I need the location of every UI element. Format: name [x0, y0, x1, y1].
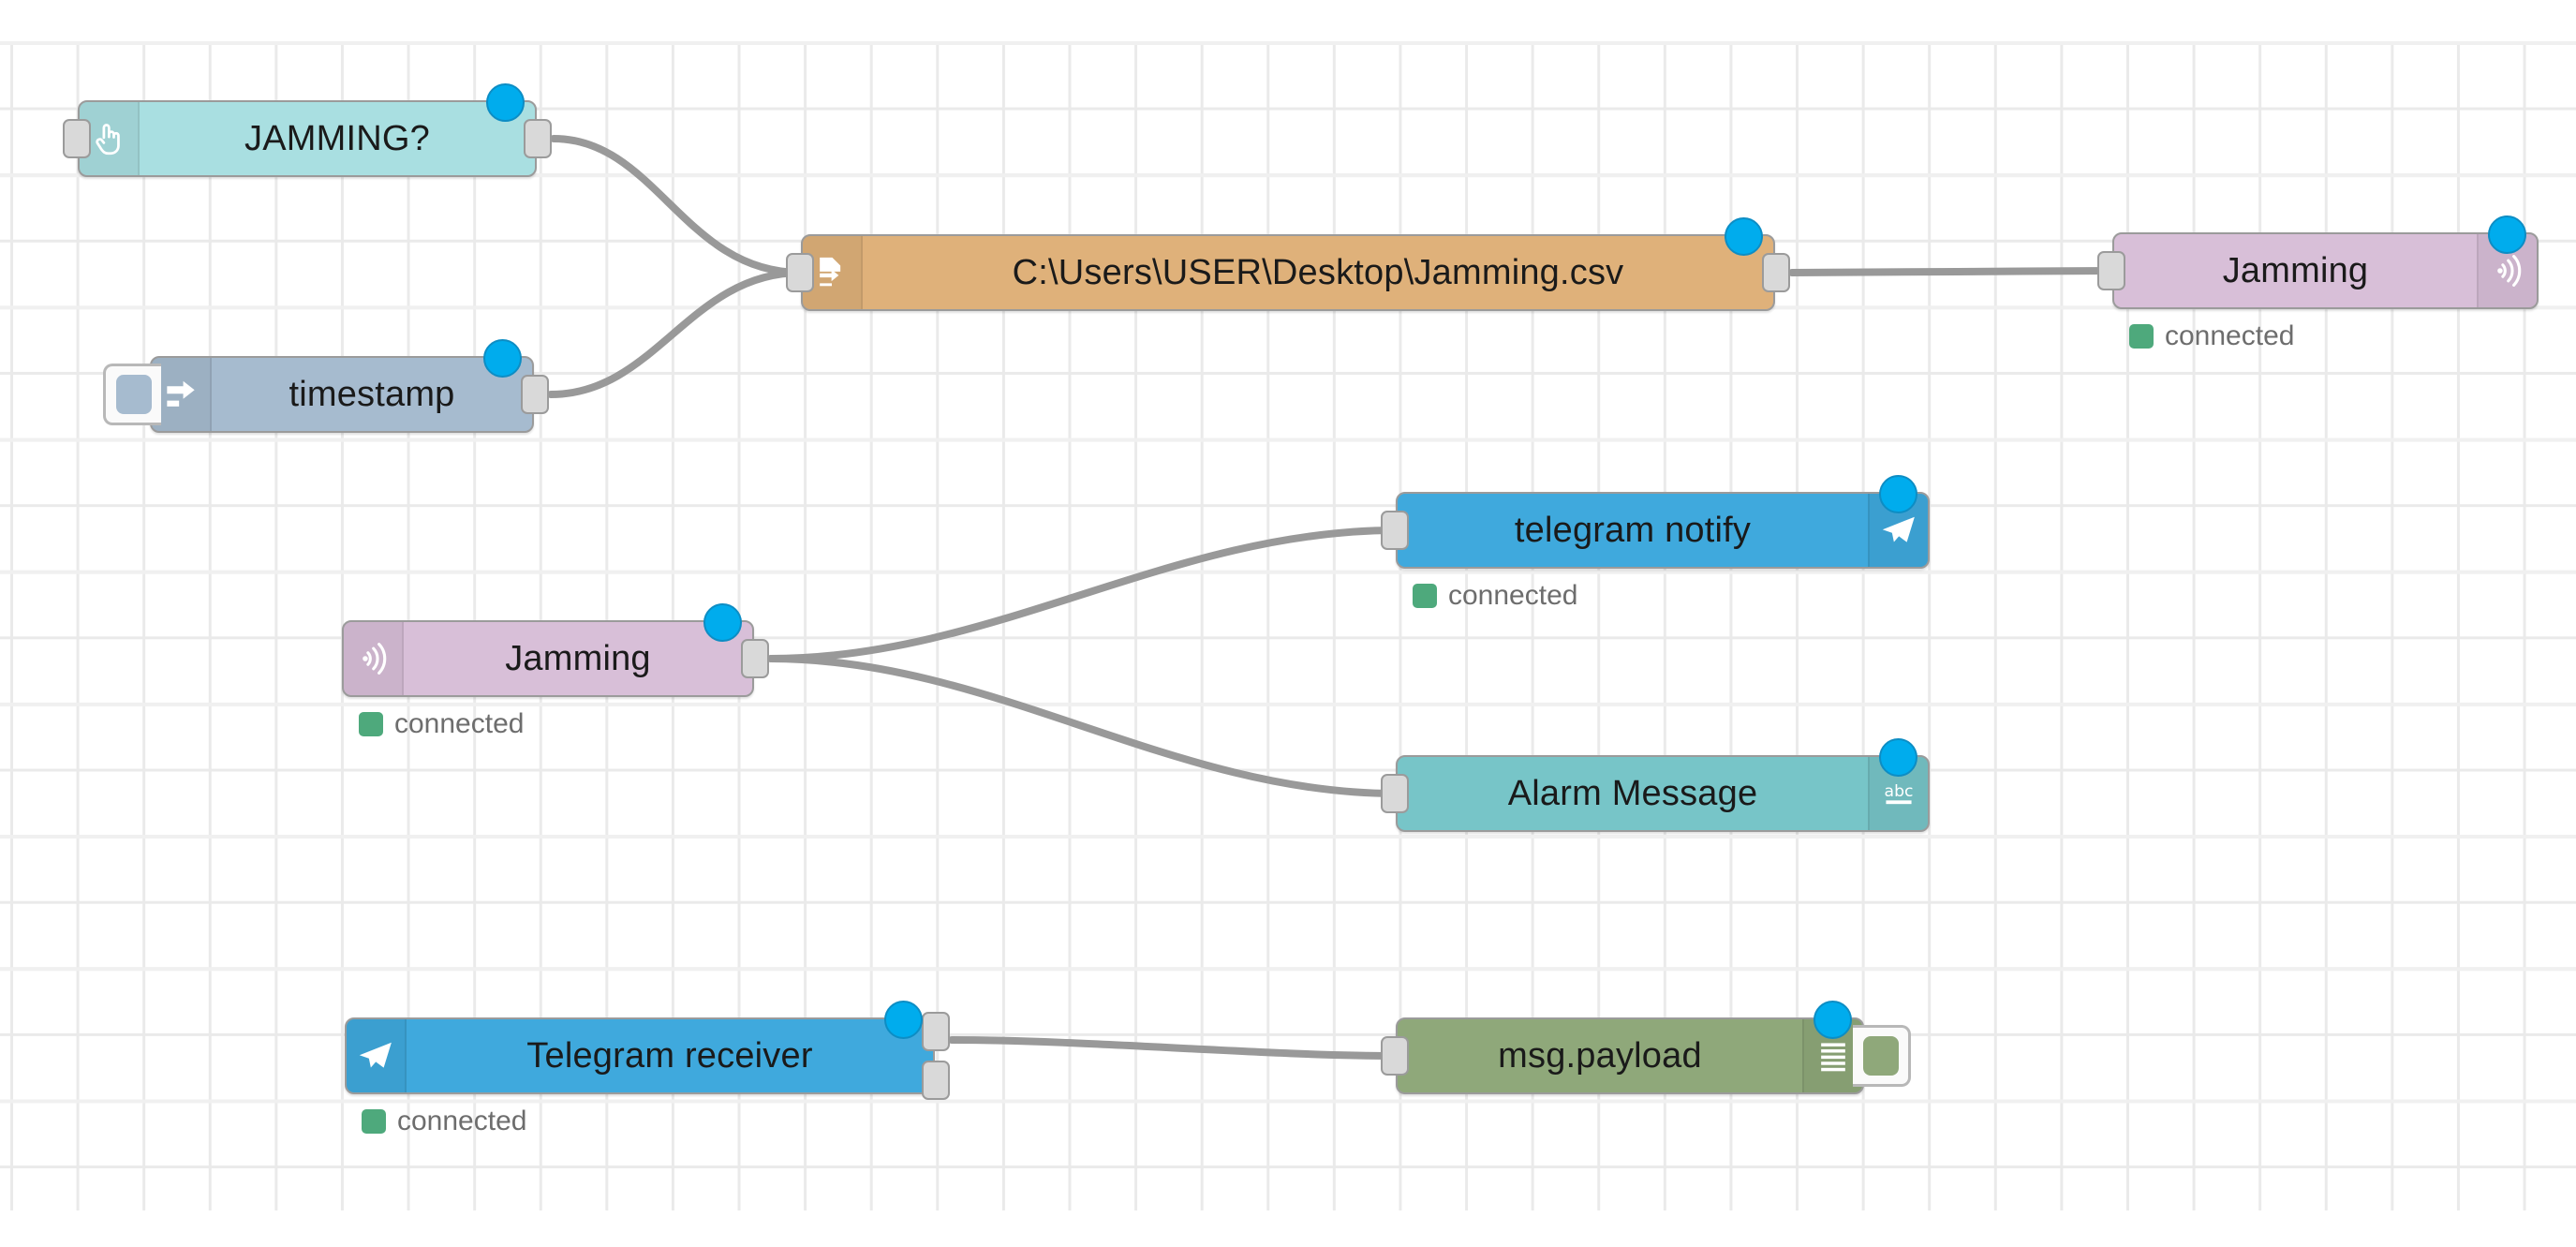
input-port[interactable]: [786, 253, 814, 292]
input-port[interactable]: [2097, 251, 2125, 290]
output-port-1[interactable]: [922, 1012, 950, 1051]
node-jamming-csv-file[interactable]: C:\Users\USER\Desktop\Jamming.csv: [786, 217, 1790, 311]
input-port[interactable]: [1381, 774, 1409, 813]
side-button-inner: [115, 375, 152, 414]
node-label: JAMMING?: [244, 118, 430, 158]
node-status-mqtt-in-jamming: connected: [359, 708, 524, 740]
unsaved-changes-dot: [486, 83, 525, 122]
status-label: connected: [1448, 580, 1578, 611]
telegram-paper-plane-icon: [347, 1019, 407, 1092]
node-label: Jamming: [505, 638, 651, 678]
inject-trigger-button[interactable]: [103, 364, 161, 425]
wire-mqtt-in-jamming-to-alarm-message-template[interactable]: [767, 655, 1399, 797]
unsaved-changes-dot: [1879, 475, 1917, 513]
node-telegram-receiver[interactable]: Telegram receiver: [345, 1001, 950, 1100]
unsaved-changes-dot: [1879, 738, 1917, 777]
output-port-1[interactable]: [524, 119, 552, 158]
unsaved-changes-dot: [1725, 217, 1763, 256]
mqtt-signal-icon: [344, 622, 404, 695]
node-status-mqtt-out-jamming: connected: [2129, 320, 2294, 352]
wire-jamming-csv-file-to-mqtt-out-jamming[interactable]: [1788, 267, 2116, 276]
node-jamming-question[interactable]: JAMMING?: [63, 83, 552, 177]
output-port-1[interactable]: [1762, 253, 1790, 292]
input-port[interactable]: [1381, 511, 1409, 550]
input-port[interactable]: [1381, 1036, 1409, 1076]
node-label: Telegram receiver: [526, 1035, 813, 1076]
output-port-2[interactable]: [922, 1061, 950, 1100]
node-mqtt-in-jamming[interactable]: Jamming: [342, 603, 769, 697]
node-label: Jamming: [2222, 250, 2369, 290]
status-label: connected: [394, 708, 525, 739]
wire-mqtt-in-jamming-to-telegram-notify[interactable]: [767, 527, 1399, 662]
wire-telegram-receiver-to-msg-payload-debug[interactable]: [948, 1036, 1399, 1060]
node-label: Alarm Message: [1507, 773, 1758, 813]
wire-timestamp-inject-to-jamming-csv-file[interactable]: [547, 269, 805, 398]
node-status-telegram-receiver: connected: [362, 1106, 526, 1137]
node-label: msg.payload: [1498, 1035, 1702, 1076]
unsaved-changes-dot: [2488, 215, 2526, 254]
status-label: connected: [397, 1106, 527, 1136]
node-mqtt-out-jamming[interactable]: Jamming: [2097, 215, 2539, 309]
status-label: connected: [2165, 320, 2295, 351]
svg-text:abc: abc: [1885, 782, 1914, 801]
unsaved-changes-dot: [884, 1001, 923, 1039]
node-alarm-message-template[interactable]: Alarm Message abc: [1381, 738, 1930, 832]
node-label: telegram notify: [1514, 510, 1752, 550]
node-label: timestamp: [289, 374, 455, 414]
unsaved-changes-dot: [1814, 1001, 1852, 1039]
output-port-1[interactable]: [521, 375, 549, 414]
node-label: C:\Users\USER\Desktop\Jamming.csv: [1012, 252, 1624, 292]
unsaved-changes-dot: [703, 603, 742, 642]
output-port-1[interactable]: [741, 639, 769, 678]
status-indicator-dot: [2129, 324, 2154, 349]
side-button-inner: [1862, 1036, 1899, 1076]
debug-toggle-button[interactable]: [1853, 1025, 1911, 1087]
wire-jamming-question-to-jamming-csv-file[interactable]: [550, 135, 805, 276]
unsaved-changes-dot: [483, 339, 522, 378]
input-port[interactable]: [63, 119, 91, 158]
status-indicator-dot: [362, 1109, 386, 1134]
node-telegram-notify[interactable]: telegram notify: [1381, 475, 1930, 569]
node-timestamp-inject[interactable]: timestamp: [103, 339, 549, 433]
abc-text-icon: abc: [1868, 757, 1928, 830]
inject-arrow-icon: [152, 358, 212, 431]
status-indicator-dot: [1413, 584, 1437, 608]
status-indicator-dot: [359, 712, 383, 736]
node-status-telegram-notify: connected: [1413, 580, 1577, 612]
node-msg-payload-debug[interactable]: msg.payload: [1381, 1001, 1911, 1094]
